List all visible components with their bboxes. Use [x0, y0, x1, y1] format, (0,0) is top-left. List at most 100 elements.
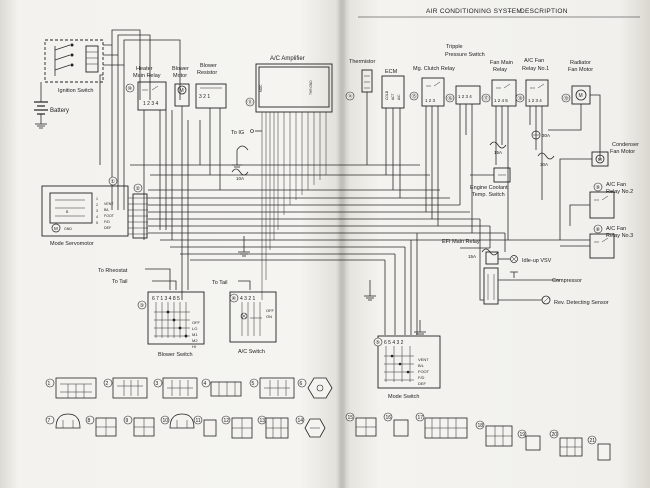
svg-text:④: ④ — [232, 296, 237, 302]
connector-no-19: 19 — [520, 432, 526, 438]
blower-switch: 6 7 1 3 4 8 5 ③ — [137, 291, 205, 345]
svg-text:3 2 1: 3 2 1 — [199, 94, 210, 100]
connector-no-9: 9 — [126, 418, 129, 424]
ecm — [381, 75, 405, 198]
thermistor: ⑭ — [345, 69, 373, 165]
ecm-pin-act: ACT — [391, 93, 395, 100]
ecm-pin-cold: COLD — [385, 90, 389, 100]
efi-main-relay-wire — [460, 247, 499, 256]
mode-pos-vent: VENT — [418, 357, 429, 362]
mode-pos-fd: F/D — [418, 375, 425, 380]
radiator-fan-motor: M ⑲ — [548, 85, 601, 160]
connector-no-6: 6 — [300, 381, 303, 387]
main-harness-wires — [130, 106, 520, 300]
connector-no-11: 11 — [196, 418, 201, 424]
fuse-15a-1 — [489, 141, 507, 149]
mode-switch: 6 5 4 3 2 ⑤ — [373, 335, 441, 389]
tripple-pressure-switch: 1 2 3 4 ⑯ — [445, 85, 481, 233]
svg-text:⑭: ⑭ — [348, 93, 353, 100]
blower-pos-m2: M2 — [192, 338, 198, 343]
connector-no-14: 14 — [298, 418, 304, 424]
fuse-30a-label-2: 30A — [540, 162, 548, 167]
mode-pos-bl: B/L — [418, 363, 425, 368]
right-harness-wires — [384, 219, 590, 335]
connector-no-10: 10 — [163, 418, 169, 424]
svg-text:1 2 3 4: 1 2 3 4 — [528, 98, 542, 103]
mg-clutch-relay: 1 2 3 ⑮ — [409, 77, 445, 226]
ignition-switch — [44, 39, 104, 83]
to-tail-label-1: To Tail — [112, 279, 128, 285]
to-tail-label-2: To Tail — [212, 280, 228, 286]
battery-symbol — [34, 82, 48, 129]
connector-no-18: 18 — [478, 423, 484, 429]
connector-no-15: 15 — [348, 415, 354, 421]
servo-pin-fd: F/D — [104, 220, 110, 224]
connector-no-8: 8 — [88, 418, 91, 424]
to-tail-wires — [145, 268, 251, 290]
heater-main-relay-label-1: Heater — [136, 66, 153, 72]
header-separator: – — [508, 8, 512, 15]
svg-text:2: 2 — [96, 203, 98, 207]
mode-switch-label: Mode Switch — [388, 394, 420, 400]
svg-text:4 3 2 1: 4 3 2 1 — [240, 296, 256, 302]
svg-text:⑱: ⑱ — [518, 95, 523, 102]
ac-fan-relay1-label-2: Relay No.1 — [522, 66, 549, 72]
ecm-pin-ac: A/C — [397, 94, 401, 100]
svg-text:3: 3 — [96, 209, 98, 213]
svg-text:6 7 1 3 4 8 5: 6 7 1 3 4 8 5 — [152, 296, 180, 302]
connector-no-20: 20 — [552, 432, 558, 438]
condenser-fan-label-2: Fan Motor — [610, 149, 635, 155]
connector-no-7: 7 — [48, 418, 51, 424]
radiator-fan-label-1: Radiator — [570, 60, 591, 66]
connector-no-12: 12 — [224, 418, 230, 424]
svg-text:6 5 4 3 2: 6 5 4 3 2 — [384, 340, 404, 346]
ignition-switch-label: Ignition Switch — [58, 88, 93, 94]
svg-text:①: ① — [111, 179, 116, 185]
mg-clutch-relay-label: Mg. Clutch Relay — [413, 66, 455, 72]
connector-no-2: 2 — [106, 381, 109, 387]
compressor — [483, 267, 560, 305]
svg-text:⑪: ⑪ — [248, 99, 253, 106]
servo-pin-foot: FOOT — [104, 214, 115, 218]
ground-symbol-right — [364, 280, 426, 335]
rev-sensor-label: Rev. Detecting Sensor — [554, 300, 609, 306]
engine-coolant-temp-switch — [470, 167, 511, 183]
ac-switch: 4 3 2 1 ④ — [229, 291, 277, 343]
ac-fan-relay-1: 1 2 3 4 ⑱ — [515, 79, 549, 200]
svg-text:⑮: ⑮ — [412, 93, 417, 100]
ac-amplifier-pin-wires — [261, 112, 327, 300]
to-rheostat-label: To Rheostat — [98, 268, 128, 274]
blower-motor-label-2: Motor — [173, 73, 187, 79]
heater-main-relay-label-2: Main Relay — [133, 73, 161, 79]
compressor-label: Compressor — [552, 278, 582, 284]
engine-coolant-label-2: Temp. Switch — [472, 192, 505, 198]
svg-text:THR GND: THR GND — [309, 80, 313, 95]
ac-switch-label: A/C Switch — [238, 349, 265, 355]
ecm-label: ECM — [385, 69, 398, 75]
svg-text:1 2 3: 1 2 3 — [425, 98, 436, 103]
connector-no-17: 17 — [418, 415, 424, 421]
efi-main-relay-label: EFI Main Relay — [442, 239, 480, 245]
svg-text:⑩: ⑩ — [128, 86, 133, 92]
ac-amplifier: MGC THR GND ⑪ — [245, 63, 333, 113]
blower-resistor-label-2: Resistor — [197, 70, 217, 76]
svg-text:M: M — [598, 157, 602, 162]
ac-fan-relay2-label-1: A/C Fan — [606, 182, 626, 188]
connector-no-3: 3 — [156, 381, 159, 387]
rev-detecting-sensor — [498, 295, 551, 305]
tripple-pressure-label-2: Pressure Switch — [445, 52, 485, 58]
svg-text:⑰: ⑰ — [484, 95, 489, 102]
connector-no-5: 5 — [252, 381, 255, 387]
to-ig-label: To IG — [231, 130, 244, 136]
servo-pin-vent: VENT — [104, 202, 114, 206]
section-title: AIR CONDITIONING SYSTEM — [426, 8, 522, 15]
svg-text:②: ② — [136, 186, 141, 192]
servo-pin-def: DEF — [104, 226, 112, 230]
connector-no-1: 1 — [48, 381, 51, 387]
connector-no-21: 21 — [590, 438, 596, 444]
fuse-10a-label: 10A — [236, 176, 244, 181]
fuse-30a-label-1: 30A — [542, 133, 550, 138]
blower-resistor-label-1: Blower — [200, 63, 217, 69]
svg-text:1: 1 — [96, 197, 98, 201]
